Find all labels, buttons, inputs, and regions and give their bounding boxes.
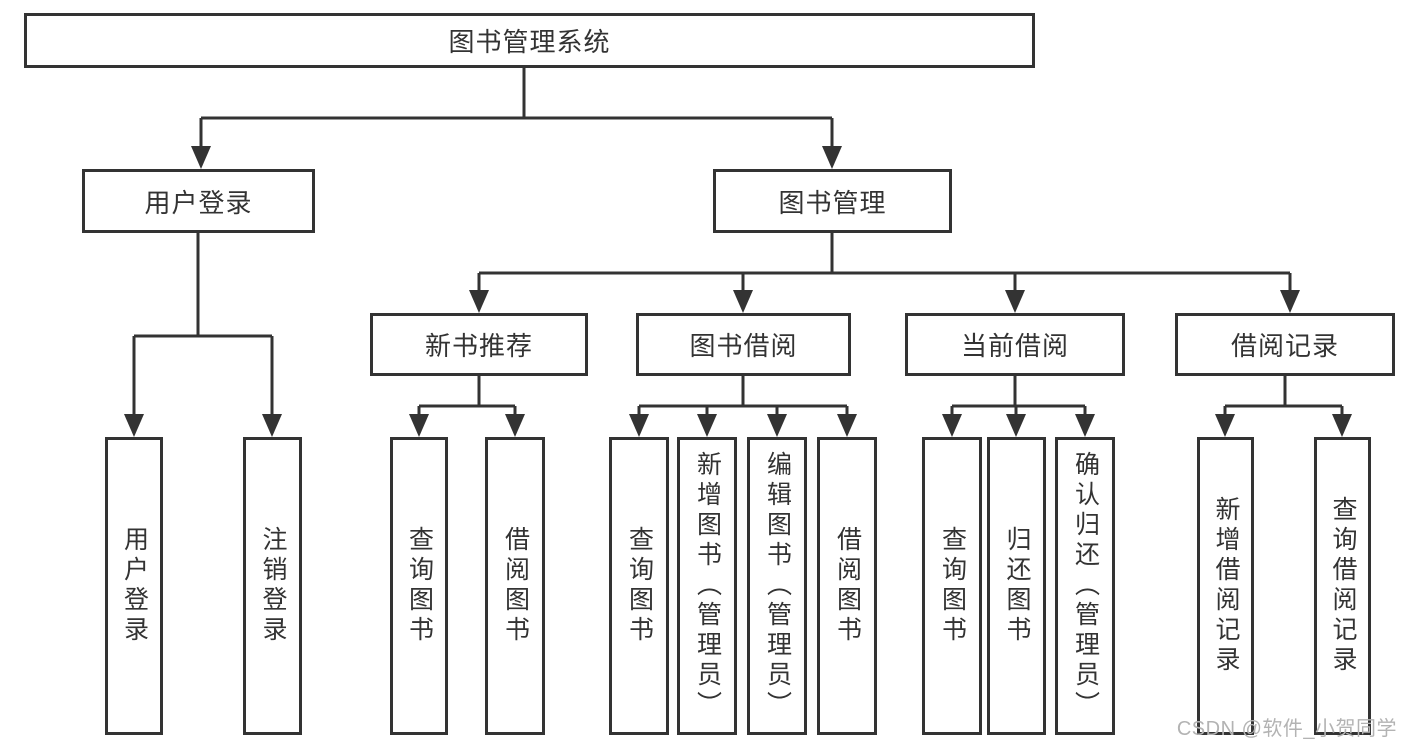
leaf-query-borrow-record-label: 查询借阅记录 — [1329, 496, 1357, 676]
arrowhead-icon — [837, 414, 857, 437]
leaf-borrow-book: 借阅图书 — [817, 437, 877, 735]
connector-path — [132, 233, 274, 414]
connector-path — [950, 376, 1087, 414]
arrowhead-icon — [1005, 290, 1025, 313]
arrowhead-icon — [1280, 290, 1300, 313]
leaf-return-book-label: 归还图书 — [1003, 526, 1031, 646]
arrowhead-icon — [469, 290, 489, 313]
connector-root-children — [191, 68, 842, 169]
connector-borrow-children — [629, 376, 857, 437]
arrowhead-icon — [505, 414, 525, 437]
node-book-borrowing-label: 图书借阅 — [689, 331, 798, 361]
leaf-borrow-book-recommend: 借阅图书 — [485, 437, 545, 735]
node-book-borrowing: 图书借阅 — [636, 313, 851, 376]
connector-record-children — [1215, 376, 1352, 437]
leaf-query-borrow-record: 查询借阅记录 — [1314, 437, 1371, 735]
arrowhead-icon — [733, 290, 753, 313]
node-user-login: 用户登录 — [82, 169, 315, 233]
arrowhead-icon — [629, 414, 649, 437]
arrowhead-icon — [124, 414, 144, 437]
leaf-add-book-admin-label: 新增图书（管理员） — [693, 451, 722, 721]
connector-userlogin-children — [124, 233, 282, 437]
arrowhead-icon — [767, 414, 787, 437]
connector-path — [477, 233, 1292, 291]
connector-path — [1223, 376, 1344, 414]
connector-path — [199, 68, 834, 147]
arrowhead-icon — [409, 414, 429, 437]
arrowhead-icon — [697, 414, 717, 437]
node-user-login-label: 用户登录 — [144, 187, 253, 218]
connector-current-children — [942, 376, 1095, 437]
arrowhead-icon — [1075, 414, 1095, 437]
csdn-watermark: CSDN @软件_小贺同学 — [1176, 718, 1397, 740]
node-root-label: 图书管理系统 — [448, 27, 611, 57]
node-current-borrowing-label: 当前借阅 — [960, 331, 1069, 361]
arrowhead-icon — [191, 146, 211, 169]
arrowhead-icon — [822, 146, 842, 169]
arrowhead-icon — [942, 414, 962, 437]
leaf-add-book-admin: 新增图书（管理员） — [677, 437, 737, 735]
leaf-edit-book-admin: 编辑图书（管理员） — [747, 437, 807, 735]
node-borrowing-records: 借阅记录 — [1175, 313, 1395, 376]
node-book-management-label: 图书管理 — [778, 187, 887, 218]
node-current-borrowing: 当前借阅 — [905, 313, 1125, 376]
leaf-borrow-book-recommend-label: 借阅图书 — [501, 526, 530, 646]
leaf-logout: 注销登录 — [243, 437, 302, 735]
leaf-add-borrow-record: 新增借阅记录 — [1197, 437, 1254, 735]
connector-newbook-children — [409, 376, 525, 437]
leaf-user-login-label: 用户登录 — [120, 526, 149, 646]
leaf-add-borrow-record-label: 新增借阅记录 — [1212, 496, 1240, 676]
leaf-query-book-borrow-label: 查询图书 — [625, 526, 654, 646]
leaf-query-book-current-label: 查询图书 — [938, 526, 967, 646]
leaf-return-book: 归还图书 — [987, 437, 1046, 735]
leaf-query-book-borrow: 查询图书 — [609, 437, 669, 735]
leaf-confirm-return-admin-label: 确认归还（管理员） — [1071, 451, 1100, 721]
node-new-book-recommendation-label: 新书推荐 — [424, 331, 533, 361]
leaf-confirm-return-admin: 确认归还（管理员） — [1055, 437, 1115, 735]
leaf-borrow-book-label: 借阅图书 — [833, 526, 862, 646]
node-book-management: 图书管理 — [713, 169, 952, 233]
leaf-edit-book-admin-label: 编辑图书（管理员） — [763, 451, 792, 721]
connector-path — [417, 376, 517, 414]
node-root: 图书管理系统 — [24, 13, 1035, 68]
connector-path — [637, 376, 849, 414]
connector-bookmgmt-children — [469, 233, 1300, 313]
leaf-user-login: 用户登录 — [105, 437, 163, 735]
arrowhead-icon — [1006, 414, 1026, 437]
leaf-logout-label: 注销登录 — [259, 526, 287, 646]
leaf-query-book-recommend-label: 查询图书 — [405, 526, 434, 646]
arrowhead-icon — [1215, 414, 1235, 437]
node-borrowing-records-label: 借阅记录 — [1230, 331, 1339, 361]
node-new-book-recommendation: 新书推荐 — [370, 313, 588, 376]
leaf-query-book-recommend: 查询图书 — [390, 437, 448, 735]
arrowhead-icon — [1332, 414, 1352, 437]
arrowhead-icon — [262, 414, 282, 437]
leaf-query-book-current: 查询图书 — [922, 437, 982, 735]
